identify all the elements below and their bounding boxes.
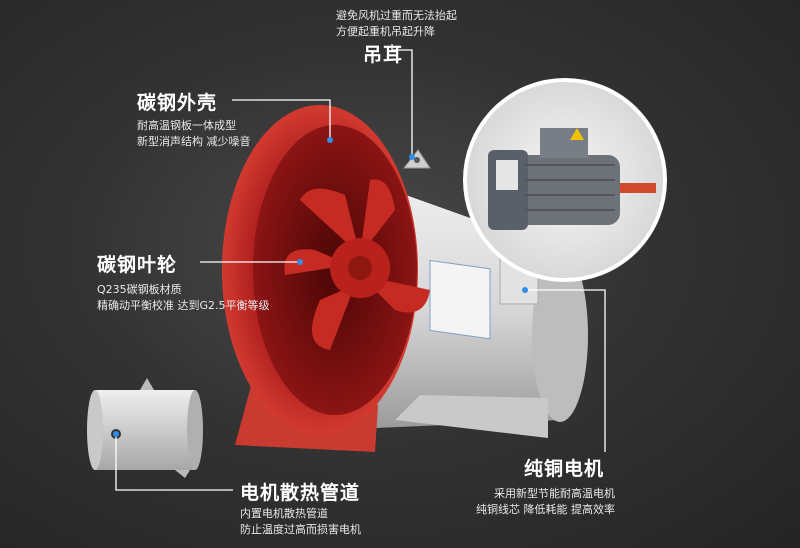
motor-closeup xyxy=(463,78,667,282)
leader-dots xyxy=(113,137,528,437)
shell-title: 碳钢外壳 xyxy=(137,92,218,114)
lug-description: 避免风机过重而无法抬起 方便起重机吊起升降 xyxy=(336,9,457,38)
fan-housing xyxy=(222,105,588,452)
cooling-duct xyxy=(87,378,203,478)
cooling-title: 电机散热管道 xyxy=(240,482,361,504)
lug-title: 吊耳 xyxy=(363,44,404,66)
leader-lines xyxy=(115,44,606,491)
impeller-blades xyxy=(284,179,430,350)
cooling-description: 内置电机散热管道 防止温度过高而损害电机 xyxy=(240,507,361,536)
motor-title: 纯铜电机 xyxy=(524,458,605,480)
shell-description: 耐高温钢板一体成型 新型消声结构 减少噪音 xyxy=(137,119,251,148)
motor-description: 采用新型节能耐高温电机 纯铜线芯 降低耗能 提高效率 xyxy=(476,487,615,516)
impeller-description: Q235碳钢板材质 精确动平衡校准 达到G2.5平衡等级 xyxy=(97,283,270,312)
impeller-title: 碳钢叶轮 xyxy=(97,254,178,276)
